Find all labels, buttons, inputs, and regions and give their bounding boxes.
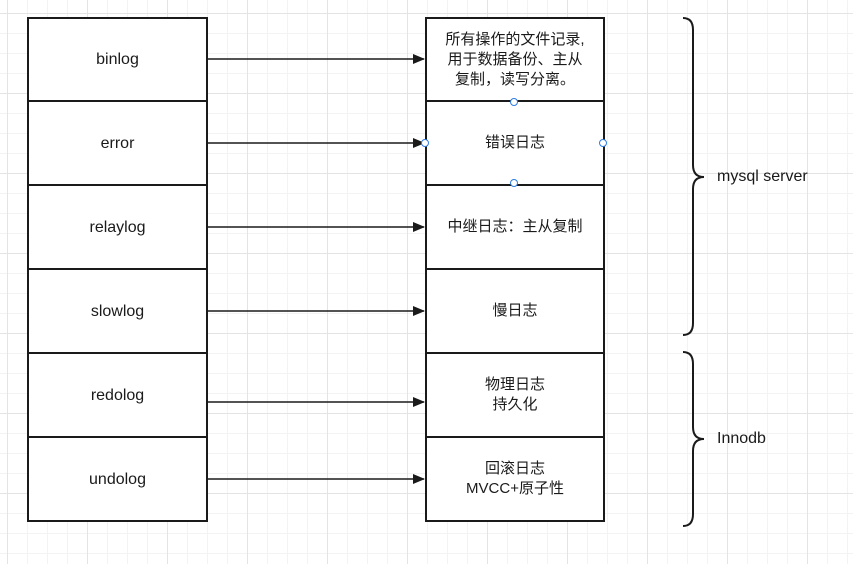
- log-box-undolog[interactable]: undolog: [27, 437, 208, 522]
- desc-box-binlog[interactable]: 所有操作的文件记录, 用于数据备份、主从 复制，读写分离。: [425, 17, 605, 102]
- log-box-binlog[interactable]: binlog: [27, 17, 208, 102]
- log-name-undolog: undolog: [89, 470, 146, 488]
- desc-binlog: 所有操作的文件记录, 用于数据备份、主从 复制，读写分离。: [445, 30, 585, 88]
- brace-mysql-server[interactable]: [682, 17, 705, 336]
- desc-redolog: 物理日志 持久化: [484, 376, 545, 413]
- log-name-binlog: binlog: [96, 51, 139, 68]
- resize-handle-top[interactable]: [510, 98, 518, 106]
- desc-box-error[interactable]: 错误日志: [425, 101, 605, 186]
- group-label-innodb[interactable]: Innodb: [717, 430, 766, 447]
- desc-box-relaylog[interactable]: 中继日志：主从复制: [425, 185, 605, 270]
- brace-innodb[interactable]: [682, 351, 705, 527]
- desc-relaylog: 中继日志：主从复制: [447, 218, 583, 235]
- desc-box-redolog[interactable]: 物理日志 持久化: [425, 353, 605, 438]
- resize-handle-right[interactable]: [599, 139, 607, 147]
- log-box-slowlog[interactable]: slowlog: [27, 269, 208, 354]
- log-name-redolog: redolog: [90, 386, 145, 404]
- desc-slowlog: 慢日志: [492, 302, 538, 319]
- log-name-relaylog: relaylog: [89, 218, 146, 236]
- log-name-error: error: [100, 134, 135, 152]
- log-box-redolog[interactable]: redolog: [27, 353, 208, 438]
- log-name-slowlog: slowlog: [90, 302, 145, 320]
- desc-undolog: 回滚日志 MVCC+原子性: [466, 460, 564, 497]
- log-box-relaylog[interactable]: relaylog: [27, 185, 208, 270]
- resize-handle-left[interactable]: [421, 139, 429, 147]
- desc-box-undolog[interactable]: 回滚日志 MVCC+原子性: [425, 437, 605, 522]
- log-box-error[interactable]: error: [27, 101, 208, 186]
- group-label-mysql-server[interactable]: mysql server: [717, 168, 808, 185]
- resize-handle-bottom[interactable]: [510, 179, 518, 187]
- desc-box-slowlog[interactable]: 慢日志: [425, 269, 605, 354]
- desc-error: 错误日志: [484, 134, 545, 151]
